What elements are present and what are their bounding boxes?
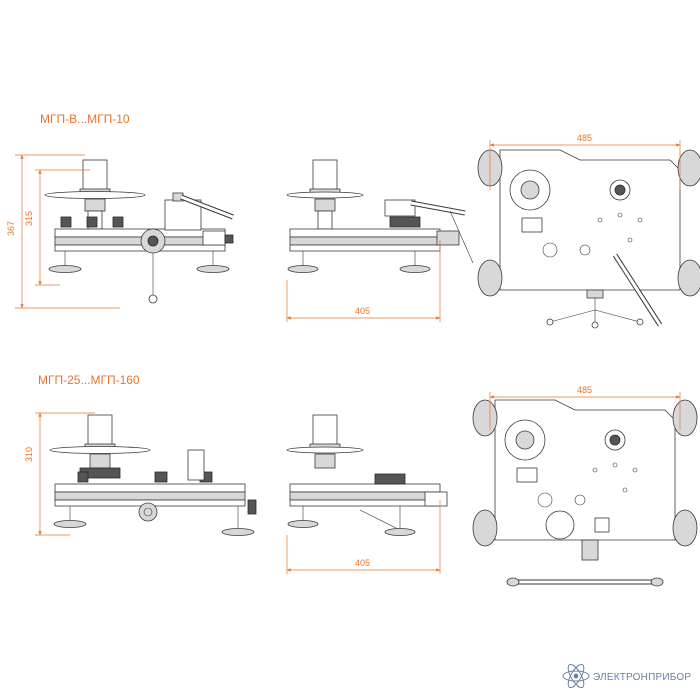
series-b-title: МГП-25...МГП-160 <box>38 373 140 387</box>
brand-logo <box>562 663 590 689</box>
series-a-top-view <box>477 149 700 329</box>
series-a-front-view <box>45 160 233 303</box>
series-a-side-view <box>287 160 473 273</box>
dim-height-total-b: 310 <box>24 447 34 462</box>
series-b-side-width-dimension: 405 <box>286 500 441 574</box>
dim-top-width-b: 485 <box>577 385 592 395</box>
series-b-top-width-dimension: 485 <box>489 385 681 430</box>
series-b-top-view <box>472 399 698 587</box>
series-b-side-view <box>286 414 448 536</box>
dim-side-width-b: 405 <box>355 558 370 568</box>
dim-height-total-a: 367 <box>6 221 16 236</box>
series-a-height-dimensions: 367 315 <box>6 154 120 309</box>
dim-height-upper-a: 315 <box>24 211 34 226</box>
series-a-side-width-dimension: 405 <box>286 240 441 322</box>
brand-name: ЭЛЕКТРОНПРИБОР <box>593 672 691 683</box>
dim-side-width-a: 405 <box>355 306 370 316</box>
series-a-top-width-dimension: 485 <box>489 133 681 190</box>
series-b-height-dimension: 310 <box>24 412 95 536</box>
atom-icon <box>562 663 590 689</box>
series-a-title: МГП-В...МГП-10 <box>40 112 130 126</box>
dim-top-width-a: 485 <box>577 133 592 143</box>
series-b-front-view <box>49 414 257 536</box>
